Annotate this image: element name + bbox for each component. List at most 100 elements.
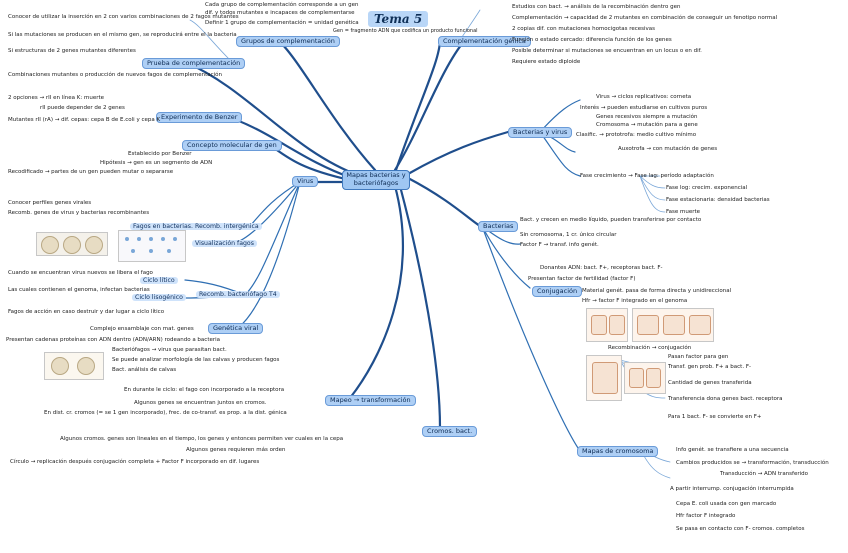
mapeo-transformacion-node[interactable]: Mapeo → transformación [325,395,416,406]
molecular-note-2: Hipótesis → gen es un segmento de ADN [100,160,213,166]
comp-genica-note-1: Estudios con bact. → análisis de la reco… [512,4,681,10]
cell-shape [646,368,661,388]
conjugacion-node[interactable]: Conjugación [532,286,583,297]
bacterias-node[interactable]: Bacterias [478,221,519,232]
benzer-note-3: Mutantes rII (rA) → dif. cepas: cepa B d… [8,117,161,123]
bv-note-6: Auxotrofa → con mutación de genes [618,146,718,152]
subline-recomb [244,181,301,296]
branch-line-gen [393,38,467,172]
molecular-gene-node[interactable]: Concepto molecular de gen [182,140,282,151]
plaque-circle [63,236,81,254]
bact-note-4: Donantes ADN: bact. F+, receptoras bact.… [540,265,663,271]
benzer-note-2: rII puede depender de 2 genes [40,105,125,111]
comp-genica-note-2: Complementación → capacidad de 2 mutante… [512,15,778,21]
molecular-note-3: Recodificado → partes de un gen pueden m… [8,169,174,175]
subline-conjugacion [481,225,531,289]
mapas-cromosoma-node[interactable]: Mapas de cromosoma [577,446,659,457]
cell-shape [591,315,607,335]
subline-interes [539,99,581,133]
mapas-note-3: Transducción → ADN transferido [720,471,809,477]
conj-note-7: Transferencia dona genes bact. receptora [668,396,783,402]
branch-line-complementacion [276,38,377,172]
ciclo-note-1: Cuando se encuentran virus nuevos se lib… [8,270,153,276]
cell-shape [592,362,618,394]
recombination-image [586,355,622,401]
mapas-note-7: Se pasa en contacto con F- cromos. compl… [676,526,805,532]
cell-shape [637,315,659,335]
phage-plaque-image [36,232,108,256]
plaque-circle [41,236,59,254]
virus-node[interactable]: Virus [292,176,319,187]
cromos-note-1: Algunos cromos. genes son lineales en el… [60,436,344,442]
conj-note-5: Transf. gen prob. F+ a bact. F- [668,364,751,370]
cell-shape [689,315,711,335]
fagos-recomb-node[interactable]: Fagos en bacterias. Recomb. intergénica [130,223,262,230]
phage-dot [149,249,153,253]
subline-fases [639,175,666,213]
phage-dot [125,237,129,241]
calva-circle [77,357,95,375]
mapas-note-2: Cambios producidos se → transformación, … [676,460,829,466]
branch-line-prueba [183,60,362,178]
genetica-note-4: Se puede analizar morfología de las calv… [112,357,280,363]
cell-shape [609,315,625,335]
cromos-bact-node[interactable]: Cromos. bact. [422,426,478,437]
comp-genica-note-5: Posible determinar si mutaciones se encu… [512,48,702,54]
conjugation-image [586,308,628,342]
mapas-note-6: Hfr factor F integrado [676,513,736,519]
benzer-experiment-node[interactable]: Experimento de Benzer [156,112,243,123]
ciclo-note-2: Las cuales contienen el genoma, infectan… [8,287,150,293]
prueba-complementacion-node[interactable]: Prueba de complementación [142,58,246,69]
prueba-note-4: Combinaciones mutantes o producción de n… [8,72,223,78]
genetica-note-3: Bacteriófagos → virus que parasitan bact… [112,347,227,353]
conj-note-4: Pasan factor para gen [668,354,729,360]
conj-note-2: Hfr → factor F integrado en el genoma [582,298,688,304]
hfr-image [632,308,714,342]
genetica-note-1: Complejo ensamblaje con mat. genes [90,326,194,332]
bv-note-8: Fase log: crecim. exponencial [666,185,748,191]
ciclo-litico-node[interactable]: Ciclo lítico [140,277,178,284]
molecular-note-1: Establecido por Benzer [128,151,192,157]
bv-note-1: Virus → ciclos replicativos: corneta [596,94,692,100]
central-topic[interactable]: Mapas bacterias y bacteriófagos [342,170,410,190]
conj-note-3: Recombinación → conjugación [608,345,692,351]
trans-note-1: En durante le ciclo: el fago con incorpo… [124,387,285,393]
complementacion-note-3: Definir 1 grupo de complementación = uni… [205,20,359,26]
phage-dot [137,237,141,241]
bv-note-5: Clasific. → prototrofa: medio cultivo mí… [576,132,697,138]
benzer-note-1: 2 opciones → rII en línea K: muerte [8,95,105,101]
genetica-viral-node[interactable]: Genética viral [208,323,264,334]
subline-visualizacion [227,181,301,245]
bv-note-7: Fase crecimiento → Fase lag: período ada… [580,173,714,179]
phage-diagram-image [118,230,186,262]
bv-note-4: Cromosoma → mutación para a gene [596,122,698,128]
bacterias-virus-node[interactable]: Bacterias y virus [508,127,573,138]
bv-note-2: Interés → pueden estudiarse en cultivos … [580,105,708,111]
branch-line-complementacion-genica [394,38,442,172]
prueba-note-3: Si estructuras de 2 genes mutantes difer… [8,48,136,54]
page-title: Tema 5 [368,11,429,27]
complementacion-groups-node[interactable]: Grupos de complementación [236,36,340,47]
subline-fase [539,131,581,177]
ciclo-lisogenico-node[interactable]: Ciclo lisogénico [132,294,186,301]
subline-genetica [237,181,301,329]
subline-fagos [249,181,301,227]
ciclo-note-3: Fagos de acción en caso destruir y dar l… [8,309,165,315]
fagos-note-2: Recomb. genes de virus y bacterias recom… [8,210,150,216]
recomb-t4-node[interactable]: Recomb. bacteriófago T4 [196,291,280,298]
complementacion-genica-node[interactable]: Complementación génica [438,36,531,47]
phage-dot [173,237,177,241]
phage-dot [167,249,171,253]
f-plus-image [624,362,666,394]
gen-definition: Gen = fragmento ADN que codifica un prod… [333,28,478,34]
cell-shape [663,315,685,335]
subline-prueba-notes [189,19,231,61]
visualizacion-fagos-node[interactable]: Visualización fagos [192,240,257,247]
genetica-note-2: Presentan cadenas proteínas con ADN dent… [6,337,221,343]
phage-dot [161,237,165,241]
cell-shape [629,368,644,388]
fagos-note-1: Conocer perfiles genes virales [8,200,92,206]
bv-note-9: Fase estacionaria: densidad bacterias [666,197,770,203]
plaque-circle [85,236,103,254]
